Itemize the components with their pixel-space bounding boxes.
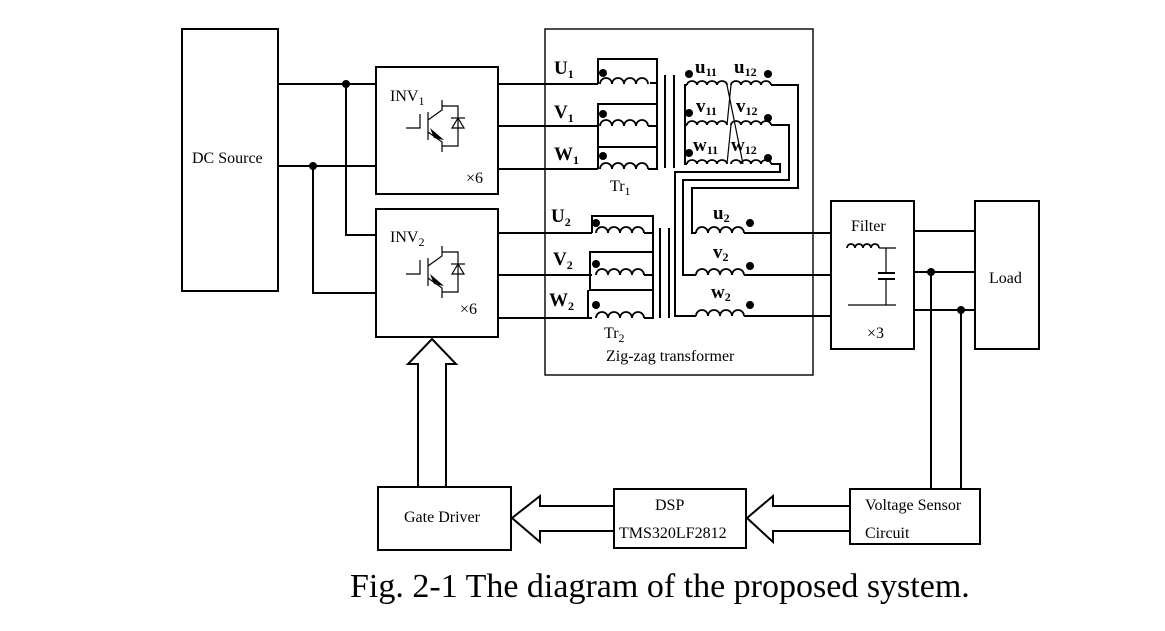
svg-text:U1: U1 xyxy=(554,58,574,81)
svg-text:Tr2: Tr2 xyxy=(604,325,625,345)
polarity-dot xyxy=(599,69,607,77)
transformer-output-wires xyxy=(744,232,831,317)
dsp-label: DSP xyxy=(655,497,684,514)
svg-text:U2: U2 xyxy=(551,206,571,229)
svg-text:INV1: INV1 xyxy=(390,88,424,108)
tr1-label: Tr xyxy=(610,178,625,195)
igbt-icon xyxy=(406,100,466,152)
tr2-label: Tr xyxy=(604,325,619,342)
filter-count: ×3 xyxy=(867,325,884,342)
svg-text:w12: w12 xyxy=(731,135,757,157)
gate-driver-block: Gate Driver xyxy=(377,486,512,551)
dc-source-label: DC Source xyxy=(192,150,263,167)
load-label: Load xyxy=(989,270,1022,287)
voltage-sensor-label-line2: Circuit xyxy=(865,525,910,542)
polarity-dot xyxy=(592,219,600,227)
voltage-sensor-block: Voltage Sensor Circuit xyxy=(849,488,981,545)
tr2-primary-windings: U2 V2 W2 Tr2 xyxy=(549,206,654,345)
svg-text:Tr1: Tr1 xyxy=(610,178,631,198)
svg-text:V1: V1 xyxy=(554,102,574,125)
zigzag-transformer-block: U1 V1 W1 Tr1 u11 v11 w11 u12 v12 w12 xyxy=(544,28,814,376)
inv1-count: ×6 xyxy=(466,170,483,187)
igbt-icon xyxy=(406,246,466,298)
svg-text:v12: v12 xyxy=(736,96,758,118)
gate-driver-label: Gate Driver xyxy=(404,509,481,526)
junction-dot xyxy=(957,306,965,314)
inverter-1-block: INV1 ×6 xyxy=(375,66,499,195)
svg-text:INV2: INV2 xyxy=(390,229,424,249)
svg-text:u12: u12 xyxy=(734,57,757,79)
arrow-sensor-to-dsp xyxy=(745,493,851,545)
polarity-dot xyxy=(599,110,607,118)
dc-source-block: DC Source xyxy=(181,28,279,292)
junction-dot xyxy=(342,80,350,88)
dsp-block: DSP TMS320LF2812 xyxy=(613,488,747,549)
polarity-dot xyxy=(599,152,607,160)
svg-text:V2: V2 xyxy=(553,249,573,272)
polarity-dot xyxy=(592,301,600,309)
svg-text:v11: v11 xyxy=(696,96,717,118)
svg-text:w11: w11 xyxy=(693,135,718,157)
filter-label: Filter xyxy=(851,218,886,235)
dsp-model: TMS320LF2812 xyxy=(619,525,727,542)
inverter-output-wires xyxy=(498,83,598,319)
inverter-2-block: INV2 ×6 xyxy=(375,208,499,338)
tr1-primary-windings: U1 V1 W1 Tr1 xyxy=(554,58,658,198)
inv2-count: ×6 xyxy=(460,301,477,318)
tr1-zigzag-windings: u11 v11 w11 u12 v12 w12 xyxy=(674,57,799,317)
arrow-dsp-to-gate-driver xyxy=(510,493,615,545)
inv1-label: INV xyxy=(390,88,419,105)
svg-text:v2: v2 xyxy=(713,242,729,264)
load-block: Load xyxy=(974,200,1040,350)
svg-text:w2: w2 xyxy=(711,282,731,304)
figure-caption: Fig. 2-1 The diagram of the proposed sys… xyxy=(350,568,970,605)
svg-text:u11: u11 xyxy=(695,57,717,79)
junction-dot xyxy=(309,162,317,170)
filter-block: Filter ×3 xyxy=(830,200,915,350)
svg-text:W2: W2 xyxy=(549,290,574,313)
polarity-dot xyxy=(592,260,600,268)
inv2-label: INV xyxy=(390,229,419,246)
junction-dot xyxy=(927,268,935,276)
load-wires xyxy=(914,230,975,490)
tr2-secondary-windings: u2 v2 w2 xyxy=(695,203,754,317)
transformer-title: Zig-zag transformer xyxy=(606,348,735,365)
dc-bus-wires xyxy=(278,80,376,294)
lc-filter-icon xyxy=(846,243,896,306)
arrow-gate-driver-to-inv2 xyxy=(405,337,459,488)
voltage-sensor-label-line1: Voltage Sensor xyxy=(865,497,962,514)
svg-text:u2: u2 xyxy=(713,203,730,225)
svg-text:W1: W1 xyxy=(554,144,579,167)
